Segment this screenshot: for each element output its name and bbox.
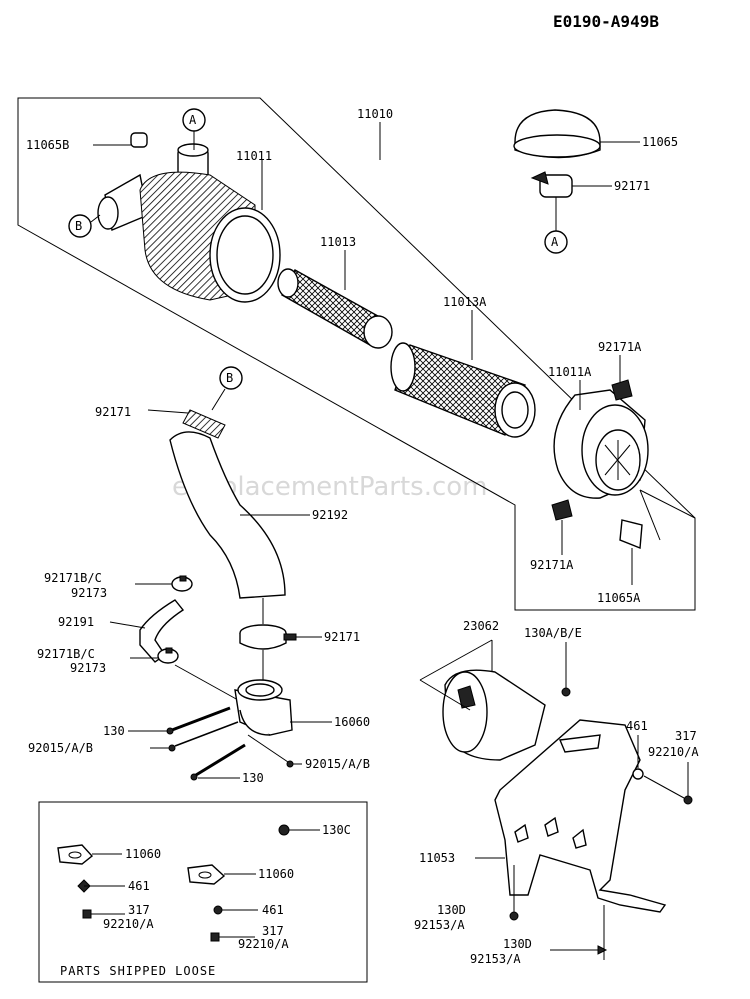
label-461-b1: 461 [128,879,150,893]
part-130d-bolt-1 [509,911,519,921]
label-130d-2: 130D [503,937,532,951]
part-11065-cap [513,109,601,159]
label-130abe: 130A/B/E [524,626,582,640]
label-23062: 23062 [463,619,499,633]
label-92015-1: 92015/A/B [28,741,93,755]
label-92171bc-2: 92171B/C [37,647,95,661]
callout-a-right: A [544,230,568,254]
label-92171-b: 92171 [95,405,131,419]
label-11013a: 11013A [443,295,487,309]
svg-text:A: A [189,113,197,127]
part-130abe-screw [561,687,571,697]
label-92171a-bottom: 92171A [530,558,574,572]
label-11065: 11065 [642,135,678,149]
label-11065b: 11065B [26,138,69,152]
parts-shipped-loose-title: PARTS SHIPPED LOOSE [60,964,216,978]
label-461-right: 461 [626,719,648,733]
arrow-130d-2 [597,945,608,955]
part-11065b-cap [130,132,148,148]
part-92171bc-clamp-1 [171,575,193,592]
assembly-axis-line [639,489,696,519]
label-16060: 16060 [334,715,370,729]
svg-text:A: A [551,235,559,249]
part-16060-intake-pipe [234,679,293,736]
part-11065a-valve [619,519,643,550]
part-92015-washer-1 [168,721,239,752]
part-11011-housing [97,143,281,303]
label-317-b2: 317 [262,924,284,938]
label-92173-1: 92173 [71,586,107,600]
label-11011: 11011 [236,149,272,163]
leader-92191 [109,621,146,629]
svg-text:B: B [75,219,82,233]
label-317-b1: 317 [128,903,150,917]
label-92192: 92192 [312,508,348,522]
callout-b-left: B [68,214,101,238]
label-461-b2: 461 [262,903,284,917]
part-92192-hose [169,431,286,599]
part-92171a-clip-bottom [551,499,573,521]
label-92210a-b1: 92210/A [103,917,154,931]
part-317-nut-b2 [210,932,220,942]
part-23062-bracket-band [442,669,546,761]
label-130d-1: 130D [437,903,466,917]
callout-a-top: A [182,108,206,150]
label-92171-top: 92171 [614,179,650,193]
part-461-washer-b2 [213,905,223,915]
label-92015-2: 92015/A/B [305,757,370,771]
part-11060-gasket-2 [187,864,226,885]
part-11011a-end-cover [553,389,649,499]
label-317-right: 317 [675,729,697,743]
label-92191: 92191 [58,615,94,629]
assembly-axis-line-2 [639,489,661,541]
label-92171-mid: 92171 [324,630,360,644]
part-92171bc-clamp-2 [157,647,179,664]
nut-axis-line [643,775,685,799]
label-92173-2: 92173 [70,661,106,675]
label-11010: 11010 [357,107,393,121]
part-11053-mounting-bracket [494,719,667,913]
part-92171-spring-clamp [182,409,226,439]
leader-23062-b [419,679,471,711]
label-92171a-top: 92171A [598,340,642,354]
svg-text:B: B [226,371,233,385]
air-cleaner-assembly-outline [17,97,696,611]
label-11011a: 11011A [548,365,592,379]
part-130-bolt-1 [166,706,231,735]
part-130-bolt-2 [190,743,246,781]
part-92171-clamp-mid [239,624,297,650]
label-11053: 11053 [419,851,455,865]
label-92171bc-1: 92171B/C [44,571,102,585]
label-92210a-right: 92210/A [648,745,699,759]
label-92153a-1: 92153/A [414,918,465,932]
label-11065a: 11065A [597,591,641,605]
callout-b-hose: B [211,366,243,411]
part-92191-small-hose [139,599,185,663]
leader-92171-b [147,409,189,414]
part-11013a-outer-filter [390,342,536,438]
label-92210a-b2: 92210/A [238,937,289,951]
leader-23062-a [419,639,493,681]
part-92171a-clip-top [611,379,633,401]
label-130c: 130C [322,823,351,837]
diagram-code: E0190-A949B [553,12,659,31]
label-92153a-2: 92153/A [470,952,521,966]
label-11013: 11013 [320,235,356,249]
part-92015-washer-2 [247,734,294,768]
part-92171-clamp-top [530,171,573,198]
parts-shipped-loose-box [38,801,368,983]
part-130c-bolt [278,824,290,836]
label-11060-2: 11060 [258,867,294,881]
small-hose-to-pipe-line [174,664,239,701]
label-11060-1: 11060 [125,847,161,861]
label-130-1: 130 [103,724,125,738]
part-317-nut-b1 [82,909,92,919]
part-11060-gasket-1 [57,844,94,865]
label-130-2: 130 [242,771,264,785]
part-11013-inner-filter [277,268,393,349]
part-461-washer-right [632,768,644,780]
part-317-nut-right [683,795,693,805]
